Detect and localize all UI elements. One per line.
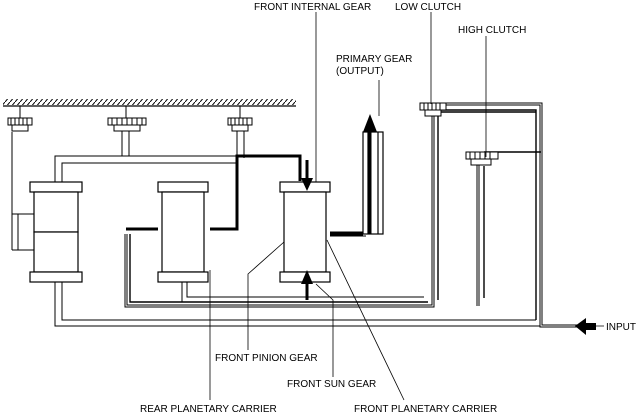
output-arrow-icon — [363, 114, 377, 234]
high-clutch-label: HIGH CLUTCH — [458, 25, 526, 36]
front-internal-gear-label: FRONT INTERNAL GEAR — [254, 2, 371, 13]
rear-planetary-carrier — [157, 181, 209, 283]
high-clutch — [465, 151, 499, 166]
front-sun-gear-label: FRONT SUN GEAR — [287, 379, 376, 390]
front-internal-gear-arrow-icon — [301, 160, 313, 191]
rear-planetary-unit — [29, 181, 83, 283]
front-planetary-unit — [279, 181, 331, 283]
thin-links — [12, 155, 542, 327]
rear-planetary-carrier-label: REAR PLANETARY CARRIER — [140, 404, 277, 415]
primary-gear-output-label: (OUTPUT) — [336, 66, 384, 77]
front-sun-gear-arrow-icon — [301, 270, 313, 300]
low-clutch-label: LOW CLUTCH — [395, 2, 461, 13]
low-clutch — [419, 102, 447, 117]
leader-lines — [209, 12, 604, 401]
primary-gear-label: PRIMARY GEAR — [336, 54, 412, 65]
transmission-housing — [3, 99, 296, 107]
front-planetary-carrier-label: FRONT PLANETARY CARRIER — [354, 404, 497, 415]
primary-gear — [362, 131, 384, 235]
input-label: INPUT — [606, 322, 636, 333]
shaft-lines — [129, 109, 541, 320]
brake-middle — [107, 106, 147, 156]
brake-left — [7, 106, 33, 250]
brake-right — [227, 106, 253, 158]
input-arrow-icon — [575, 318, 596, 335]
front-pinion-gear-label: FRONT PINION GEAR — [215, 353, 318, 364]
